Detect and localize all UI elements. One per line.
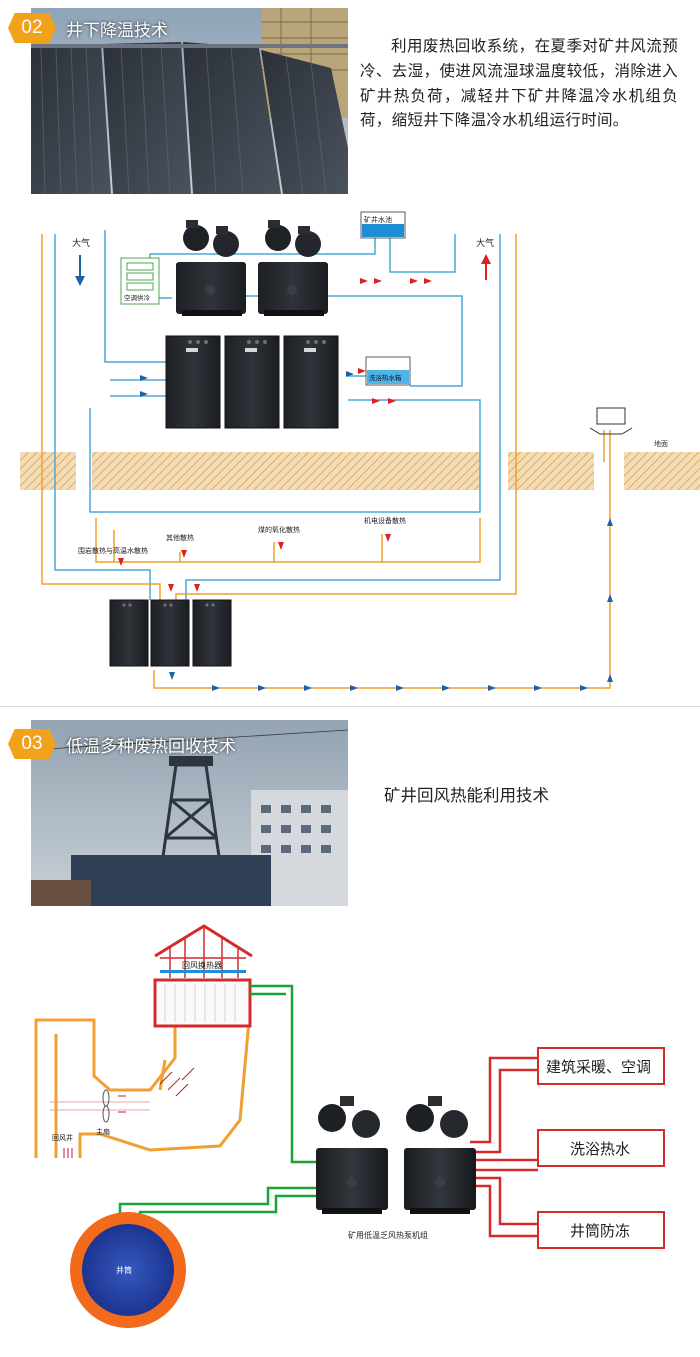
heat-equipment-label: 机电设备散热 <box>364 516 406 525</box>
mine-water-pool: 矿井水池 <box>360 211 406 239</box>
return-air-exchanger: 回风换热器 <box>153 924 253 1028</box>
return-air-heat-recovery-diagram: 回风换热器 主扇 回风井 建筑采暖、空调 洗浴热水 <box>34 924 665 1328</box>
surface-heat-pump-units <box>176 220 328 316</box>
bath-water-tank: 洗浴热水箱 <box>365 356 411 386</box>
underground-cooling-cabinets <box>109 599 232 667</box>
heat-rock-label: 围岩散热与高温水散热 <box>78 546 148 555</box>
ac-cooling-label: 空调供冷 <box>124 293 151 302</box>
mine-cooling-diagram: 地面 <box>20 211 700 691</box>
section02-title: 井下降温技术 <box>66 20 168 41</box>
mine-pool-label: 矿井水池 <box>364 215 392 224</box>
section03-subtitle: 矿井回风热能利用技术 <box>384 786 549 805</box>
output-heating-box: 建筑采暖、空调 <box>537 1047 665 1085</box>
section03-header: 03 低温多种废热回收技术 <box>8 729 236 759</box>
heat-pump-label: 矿用低温乏风热泵机组 <box>348 1230 428 1240</box>
section02-description: 利用废热回收系统，在夏季对矿井风流预冷、去湿，使进风流湿球温度较低，消除进入矿井… <box>360 37 678 130</box>
section03-title: 低温多种废热回收技术 <box>66 736 236 757</box>
section02-header: 02 井下降温技术 <box>8 13 168 43</box>
exchanger-label: 回风换热器 <box>182 960 222 970</box>
atmosphere-right-label: 大气 <box>476 237 494 249</box>
ac-cooling-unit: 空调供冷 <box>120 257 160 305</box>
exhaust-heat-pump-units: 矿用低温乏风热泵机组 <box>316 1096 476 1240</box>
section03-number-badge: 03 <box>8 729 56 759</box>
shaft-cross-section: 井筒 <box>70 1212 186 1328</box>
shaft-label: 井筒 <box>116 1265 132 1275</box>
return-shaft-label: 回风井 <box>52 1133 73 1142</box>
output-bath-box: 洗浴热水 <box>537 1129 665 1167</box>
heat-other-label: 其他散热 <box>166 533 194 542</box>
heat-coal-label: 煤的氧化散热 <box>258 525 300 534</box>
main-fan: 主扇 <box>50 1089 150 1136</box>
atmosphere-left-label: 大气 <box>72 237 90 249</box>
air-shaft-head <box>589 407 633 435</box>
solar-collector-photo <box>31 8 348 194</box>
output-antifreeze-box: 井筒防冻 <box>537 1211 665 1249</box>
flow-arrows <box>75 254 613 691</box>
surface-cooling-cabinets <box>165 335 339 429</box>
ground-label: 地面 <box>654 439 668 448</box>
main-fan-label: 主扇 <box>96 1127 110 1136</box>
ground-layer <box>20 452 76 490</box>
out-heating-label: 建筑采暖、空调 <box>546 1058 651 1076</box>
section-divider <box>0 706 700 707</box>
out-bath-label: 洗浴热水 <box>570 1140 630 1158</box>
out-antifreeze-label: 井筒防冻 <box>570 1222 630 1240</box>
bath-tank-label: 洗浴热水箱 <box>369 373 402 382</box>
section02-number-badge: 02 <box>8 13 56 43</box>
mine-headframe-photo <box>31 720 348 906</box>
